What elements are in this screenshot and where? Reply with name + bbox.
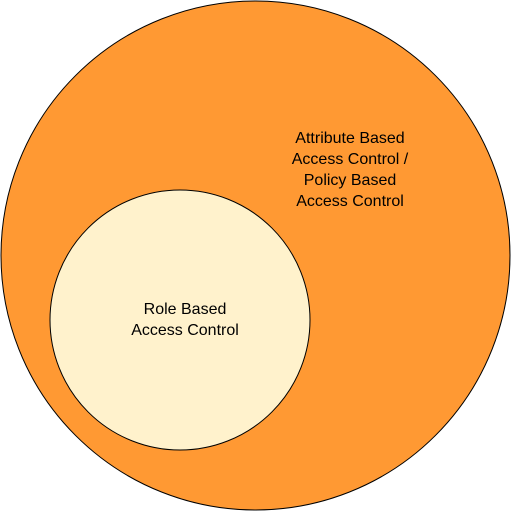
inner-circle-rbac[interactable] — [49, 189, 311, 451]
inner-circle-label: Role Based Access Control — [131, 301, 239, 339]
outer-circle-label: Attribute Based Access Control / Policy … — [291, 130, 409, 210]
